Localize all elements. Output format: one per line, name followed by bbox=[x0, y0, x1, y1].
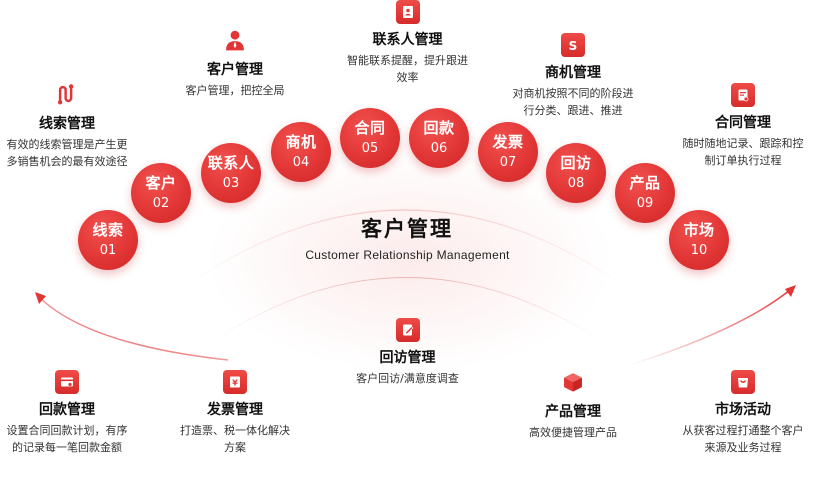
svg-text:¥: ¥ bbox=[232, 379, 238, 388]
feature-desc-line: 从获客过程打通整个客户 bbox=[682, 424, 804, 437]
circle-label: 客户 bbox=[145, 174, 177, 192]
feature-desc-line: 来源及业务过程 bbox=[704, 441, 782, 454]
feature-desc-line: 随时随地记录、跟踪和控 bbox=[682, 137, 804, 150]
circle-label: 联系人 bbox=[207, 154, 255, 172]
feature-desc-line: 对商机按照不同的阶段进 bbox=[512, 87, 634, 100]
feature-customer-management: 客户管理 客户管理，把控全局 bbox=[170, 28, 300, 99]
feature-desc-line: 效率 bbox=[396, 71, 419, 84]
left-arrow-head bbox=[35, 292, 46, 304]
box-icon bbox=[561, 370, 585, 394]
lower-arc bbox=[214, 277, 601, 341]
circle-invoice[interactable]: 发票 07 bbox=[478, 122, 538, 182]
feature-clue-management: 线索管理 有效的线索管理是产生更 多销售机会的最有效途径 bbox=[0, 82, 134, 170]
feature-title: 商机管理 bbox=[545, 65, 601, 81]
circle-number: 04 bbox=[292, 155, 310, 170]
feature-title: 客户管理 bbox=[207, 62, 263, 78]
circle-label: 线索 bbox=[92, 221, 124, 239]
feature-desc-line: 制订单执行过程 bbox=[704, 154, 782, 167]
feature-desc-line: 客户管理，把控全局 bbox=[185, 84, 285, 97]
circle-product[interactable]: 产品 09 bbox=[615, 163, 675, 223]
circle-market[interactable]: 市场 10 bbox=[669, 210, 729, 270]
feature-title: 回访管理 bbox=[379, 350, 436, 366]
circle-label: 产品 bbox=[629, 174, 661, 192]
feature-desc-line: 方案 bbox=[224, 441, 246, 454]
circle-contact[interactable]: 联系人 03 bbox=[201, 143, 261, 203]
circle-label: 商机 bbox=[285, 133, 317, 151]
feature-product-management: 产品管理 高效便捷管理产品 bbox=[505, 370, 641, 441]
circle-number: 02 bbox=[152, 196, 170, 211]
left-arrow-arc bbox=[39, 297, 229, 361]
circle-label: 市场 bbox=[683, 221, 715, 239]
feature-contract-management: 合同管理 随时随地记录、跟踪和控 制订单执行过程 bbox=[674, 83, 812, 169]
contact-book-icon bbox=[395, 0, 420, 24]
feature-payment-management: 回款管理 设置合同回款计划，有序 的记录每一笔回款金额 bbox=[0, 370, 134, 456]
feature-desc-line: 行分类、跟进、推进 bbox=[523, 104, 623, 117]
circle-number: 08 bbox=[567, 176, 585, 191]
circle-number: 05 bbox=[361, 141, 379, 156]
center-title: 客户管理 bbox=[361, 217, 453, 241]
circle-label: 回访 bbox=[560, 154, 592, 172]
circle-payment[interactable]: 回款 06 bbox=[409, 108, 469, 168]
center-subtitle: Customer Relationship Management bbox=[305, 248, 510, 262]
feature-desc-line: 的记录每一笔回款金额 bbox=[12, 441, 122, 454]
user-icon bbox=[223, 28, 247, 52]
feature-title: 合同管理 bbox=[715, 115, 771, 131]
circle-number: 10 bbox=[690, 243, 708, 258]
feature-desc-line: 打造票、税一体化解决 bbox=[180, 424, 290, 437]
circle-opportunity[interactable]: 商机 04 bbox=[271, 122, 331, 182]
invoice-yen-icon: ¥ bbox=[223, 370, 247, 394]
circle-customer[interactable]: 客户 02 bbox=[131, 163, 191, 223]
right-arrow-head bbox=[785, 285, 796, 297]
feature-title: 回款管理 bbox=[39, 402, 95, 418]
feature-title: 产品管理 bbox=[545, 404, 601, 420]
circle-clue[interactable]: 线索 01 bbox=[78, 210, 138, 270]
feature-desc-line: 有效的线索管理是产生更 bbox=[6, 138, 128, 151]
circle-number: 06 bbox=[430, 141, 448, 156]
feature-title: 发票管理 bbox=[207, 402, 263, 418]
feature-desc-line: 多销售机会的最有效途径 bbox=[6, 155, 128, 168]
feature-opportunity-management: S 商机管理 对商机按照不同的阶段进 行分类、跟进、推进 bbox=[505, 33, 641, 119]
feature-desc-line: 高效便捷管理产品 bbox=[529, 426, 617, 439]
feature-desc-line: 客户回访/满意度调查 bbox=[356, 372, 459, 385]
circle-contract[interactable]: 合同 05 bbox=[340, 108, 400, 168]
circle-number: 01 bbox=[99, 243, 117, 258]
circle-label: 发票 bbox=[492, 133, 524, 151]
circle-number: 09 bbox=[636, 196, 654, 211]
shopping-bag-icon: S bbox=[561, 33, 585, 57]
circle-label: 回款 bbox=[423, 119, 455, 137]
notebook-pen-icon bbox=[395, 318, 420, 342]
feature-invoice-management: ¥ 发票管理 打造票、税一体化解决 方案 bbox=[168, 370, 302, 456]
contract-icon bbox=[731, 83, 755, 107]
feature-desc-line: 智能联系提醒，提升跟进 bbox=[347, 54, 468, 67]
circle-revisit[interactable]: 回访 08 bbox=[546, 143, 606, 203]
feature-title: 线索管理 bbox=[39, 116, 95, 132]
feature-desc-line: 设置合同回款计划，有序 bbox=[6, 424, 128, 437]
circle-label: 合同 bbox=[354, 119, 386, 137]
circle-number: 07 bbox=[499, 155, 517, 170]
svg-text:S: S bbox=[569, 39, 578, 53]
route-icon bbox=[55, 82, 79, 106]
circle-number: 03 bbox=[222, 176, 240, 191]
feature-contact-management: 联系人管理 智能联系提醒，提升跟进 效率 bbox=[335, 0, 480, 86]
feature-market-activity: 市场活动 从获客过程打通整个客户 来源及业务过程 bbox=[674, 370, 812, 456]
feature-title: 联系人管理 bbox=[372, 32, 443, 48]
payment-card-icon bbox=[55, 370, 79, 394]
right-arrow-arc bbox=[629, 289, 791, 366]
campaign-bag-icon bbox=[731, 370, 755, 394]
feature-revisit-management: 回访管理 客户回访/满意度调查 bbox=[335, 318, 480, 387]
inner-arc bbox=[179, 209, 631, 291]
feature-title: 市场活动 bbox=[715, 402, 771, 418]
